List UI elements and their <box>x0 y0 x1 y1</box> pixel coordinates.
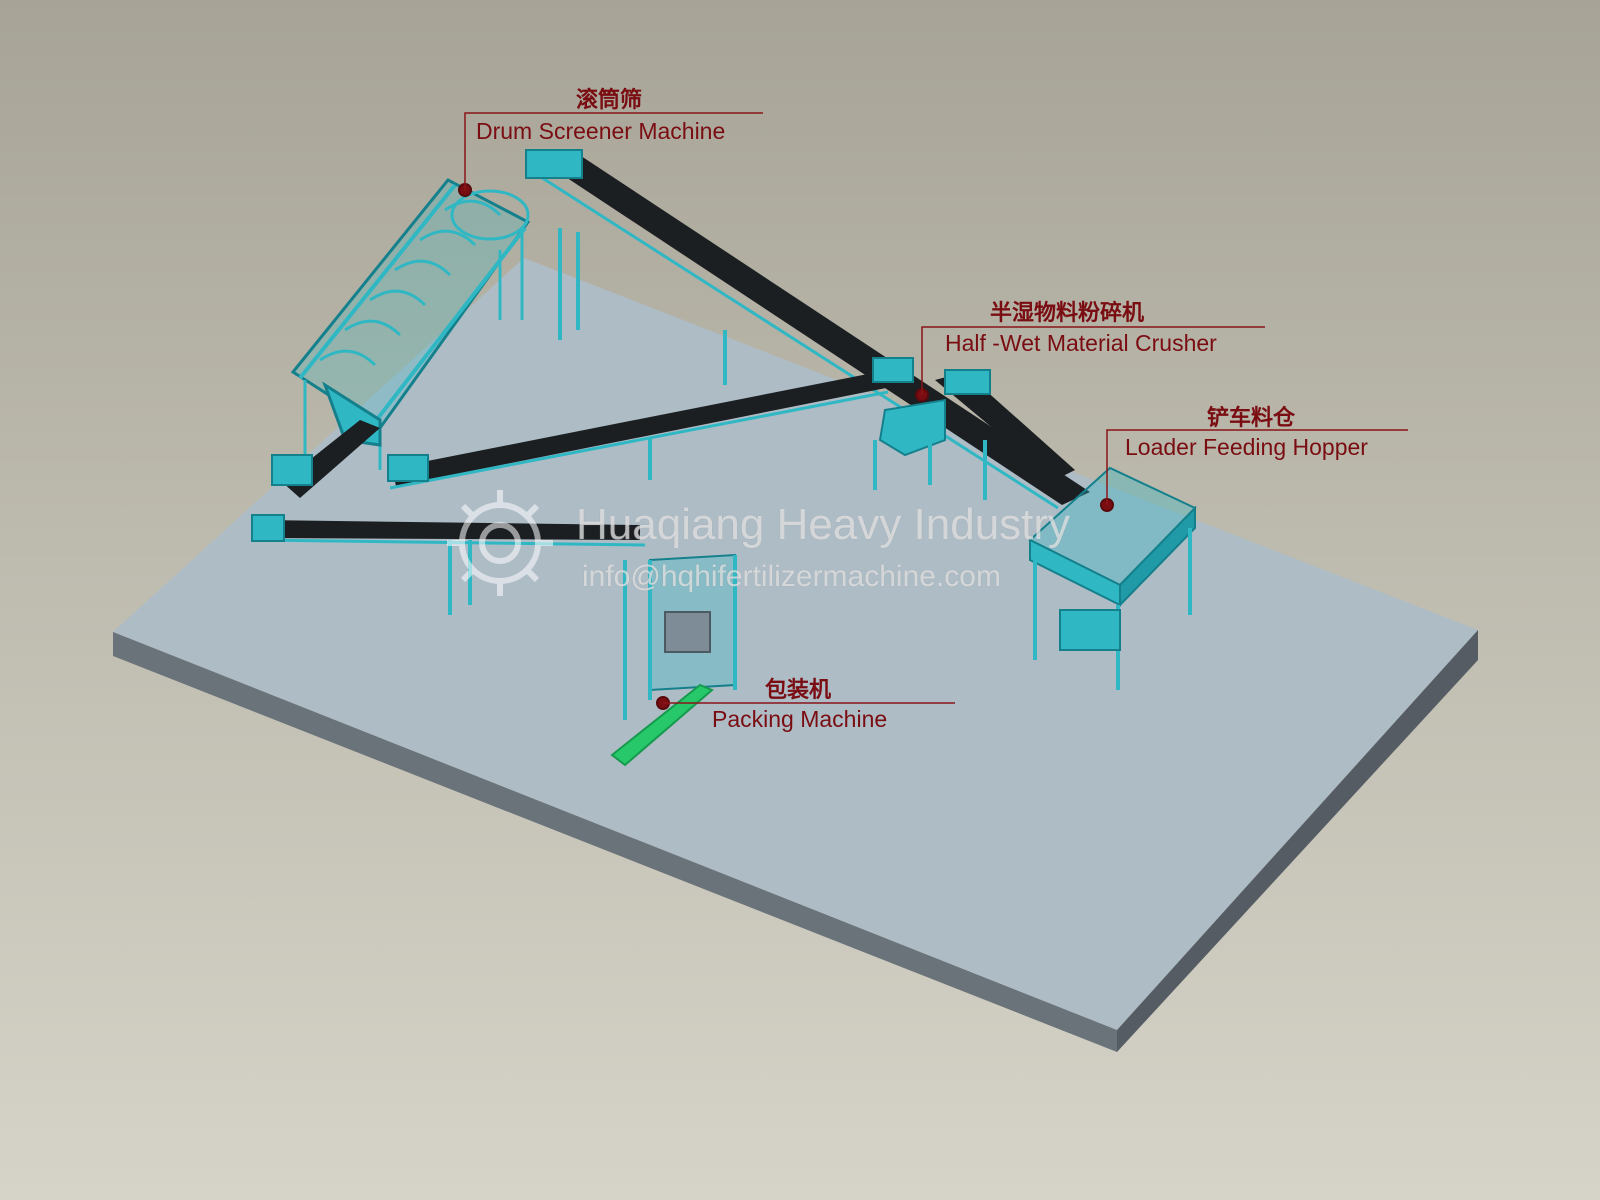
drum-screener-label-zh: 滚筒筛 <box>576 88 643 113</box>
crusher-label-en: Half -Wet Material Crusher <box>945 330 1217 356</box>
crusher-label-zh: 半湿物料粉碎机 <box>990 301 1145 326</box>
hopper-label-en: Loader Feeding Hopper <box>1125 434 1368 460</box>
watermark-company: Huaqiang Heavy Industry <box>576 500 1071 549</box>
half-wet-crusher <box>872 357 946 490</box>
packing-label-zh: 包装机 <box>765 678 832 703</box>
inclined-conveyor-main <box>525 149 1090 510</box>
return-conveyor <box>387 372 889 490</box>
screener-outlet-conveyor <box>271 420 380 498</box>
hopper-conveyor <box>935 369 1075 480</box>
leader-lines <box>464 112 1408 704</box>
drum-screener-label-en: Drum Screener Machine <box>476 118 726 144</box>
watermark-email: info@hqhifertilizermachine.com <box>582 560 1001 593</box>
loader-feeding-hopper <box>1028 466 1197 690</box>
packing-label-en: Packing Machine <box>712 706 888 732</box>
drum-screener-machine <box>290 178 531 470</box>
hopper-label-zh: 铲车料仓 <box>1207 406 1296 431</box>
floor-platform <box>113 258 1478 1052</box>
packing-machine <box>610 553 737 767</box>
gear-logo-icon <box>447 490 553 596</box>
